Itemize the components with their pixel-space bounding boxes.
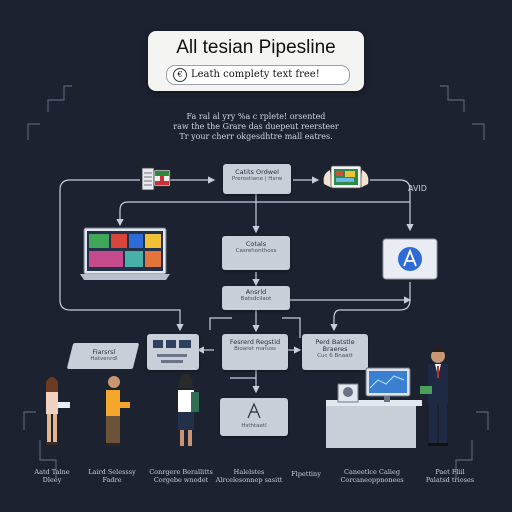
node-bottom-center: Hsthtaetl <box>220 398 288 436</box>
app-logo-icon <box>382 238 438 280</box>
caption-1: Aatd Talne Dleey <box>22 468 82 484</box>
back-left-line <box>116 201 410 227</box>
pen-icon <box>247 402 261 419</box>
caption-line: Halelstes <box>233 468 265 476</box>
caption-line: Palatsd trioses <box>425 476 475 484</box>
node-title: Fesrerd Regstid <box>229 338 281 346</box>
page-title: All tesian Pipesline <box>176 37 336 58</box>
node-subtitle: Bioaret rnatuss <box>234 346 276 352</box>
deco-bottom-right <box>455 440 473 478</box>
caption-7: Paet Fliil Palatsd trioses <box>418 468 482 484</box>
caption-line: Alrcelesonnep sasitt <box>215 476 283 484</box>
deco-top-left <box>47 85 72 112</box>
description-block: Fa ral al yry %a c rplete! orsented raw … <box>140 112 372 142</box>
deco-bottom-left <box>39 440 57 478</box>
node-subtitle: Prerostiane | Hsrw <box>231 176 283 182</box>
caption-5: Flpettiny <box>282 470 330 478</box>
person-2-figure <box>106 376 130 446</box>
caption-4: Halelstes Alrcelesonnep sasitt <box>214 468 284 484</box>
node-title: Perd Batstle Braeres <box>315 338 355 353</box>
laptop-dashboard-icon <box>80 227 170 280</box>
caption-6: Caneetlce Calieg Corcaneoppnonees <box>330 468 414 484</box>
node-middle-center: Cotals Casrehonthoss <box>222 236 290 270</box>
caption-line: Conrgere Berallitts <box>149 468 213 476</box>
description-line: Fa ral al yry %a c rplete! orsented <box>186 112 326 121</box>
node-subtitle: Hsthtaetl <box>241 423 267 429</box>
branch-left <box>209 317 232 330</box>
caption-line: Aatd Talne <box>34 468 70 476</box>
node-row-center-left <box>147 334 199 370</box>
title-card: All tesian Pipesline € Leath complety te… <box>148 31 364 91</box>
person-4-figure <box>420 348 448 446</box>
node-title: Catits Ordwel <box>235 168 279 176</box>
caption-line: Flpettiny <box>291 470 321 478</box>
node-subtitle: Casrehonthoss <box>235 248 277 254</box>
right-down-line <box>370 179 414 232</box>
right-loop-line <box>330 282 411 332</box>
caption-line: Laird Selesssy <box>88 468 136 476</box>
desk-workstation <box>326 367 422 448</box>
side-label: AVID <box>408 184 427 193</box>
loop-left-line <box>59 179 184 332</box>
description-line: raw the the Grare das duepeut reersteer <box>173 122 339 131</box>
node-lower-center: Ansrld Batsdcilaot <box>222 286 290 310</box>
caption-line: Corgebe wnodet <box>153 476 209 484</box>
toolbar-icons <box>153 340 191 363</box>
node-subtitle: Batsdcilaot <box>240 296 272 302</box>
caption-line: Caneetlce Calieg <box>344 468 400 476</box>
person-3-figure <box>178 374 199 446</box>
node-row-center: Fesrerd Regstid Bioaret rnatuss <box>222 334 288 370</box>
deco-top-right <box>440 85 465 112</box>
person-1-figure <box>46 377 70 445</box>
node-subtitle: Cuc 6 Bnaatt <box>317 353 353 359</box>
node-title: Ansrld <box>245 288 267 296</box>
node-top-center: Catits Ordwel Prerostiane | Hsrw <box>223 164 291 194</box>
caption-line: Corcaneoppnonees <box>340 476 404 484</box>
subtitle-pill: € Leath complety text free! <box>166 65 350 85</box>
caption-3: Conrgere Berallitts Corgebe wnodet <box>148 468 214 484</box>
caption-line: Fadre <box>102 476 122 484</box>
caption-line: Paet Fliil <box>435 468 465 476</box>
description-line: Tr your cherr okgesdhtre mall eatres. <box>179 132 333 141</box>
subtitle-text: Leath complety text free! <box>191 69 320 80</box>
document-flag-icon <box>141 167 171 191</box>
node-row-right: Perd Batstle Braeres Cuc 6 Bnaatt <box>302 334 368 370</box>
caption-2: Laird Selesssy Fadre <box>82 468 142 484</box>
branch-right <box>282 317 301 338</box>
tablet-hands-icon <box>323 165 369 189</box>
euro-icon: € <box>173 68 187 82</box>
caption-line: Dleey <box>42 476 62 484</box>
node-title: Cotals <box>245 240 267 248</box>
